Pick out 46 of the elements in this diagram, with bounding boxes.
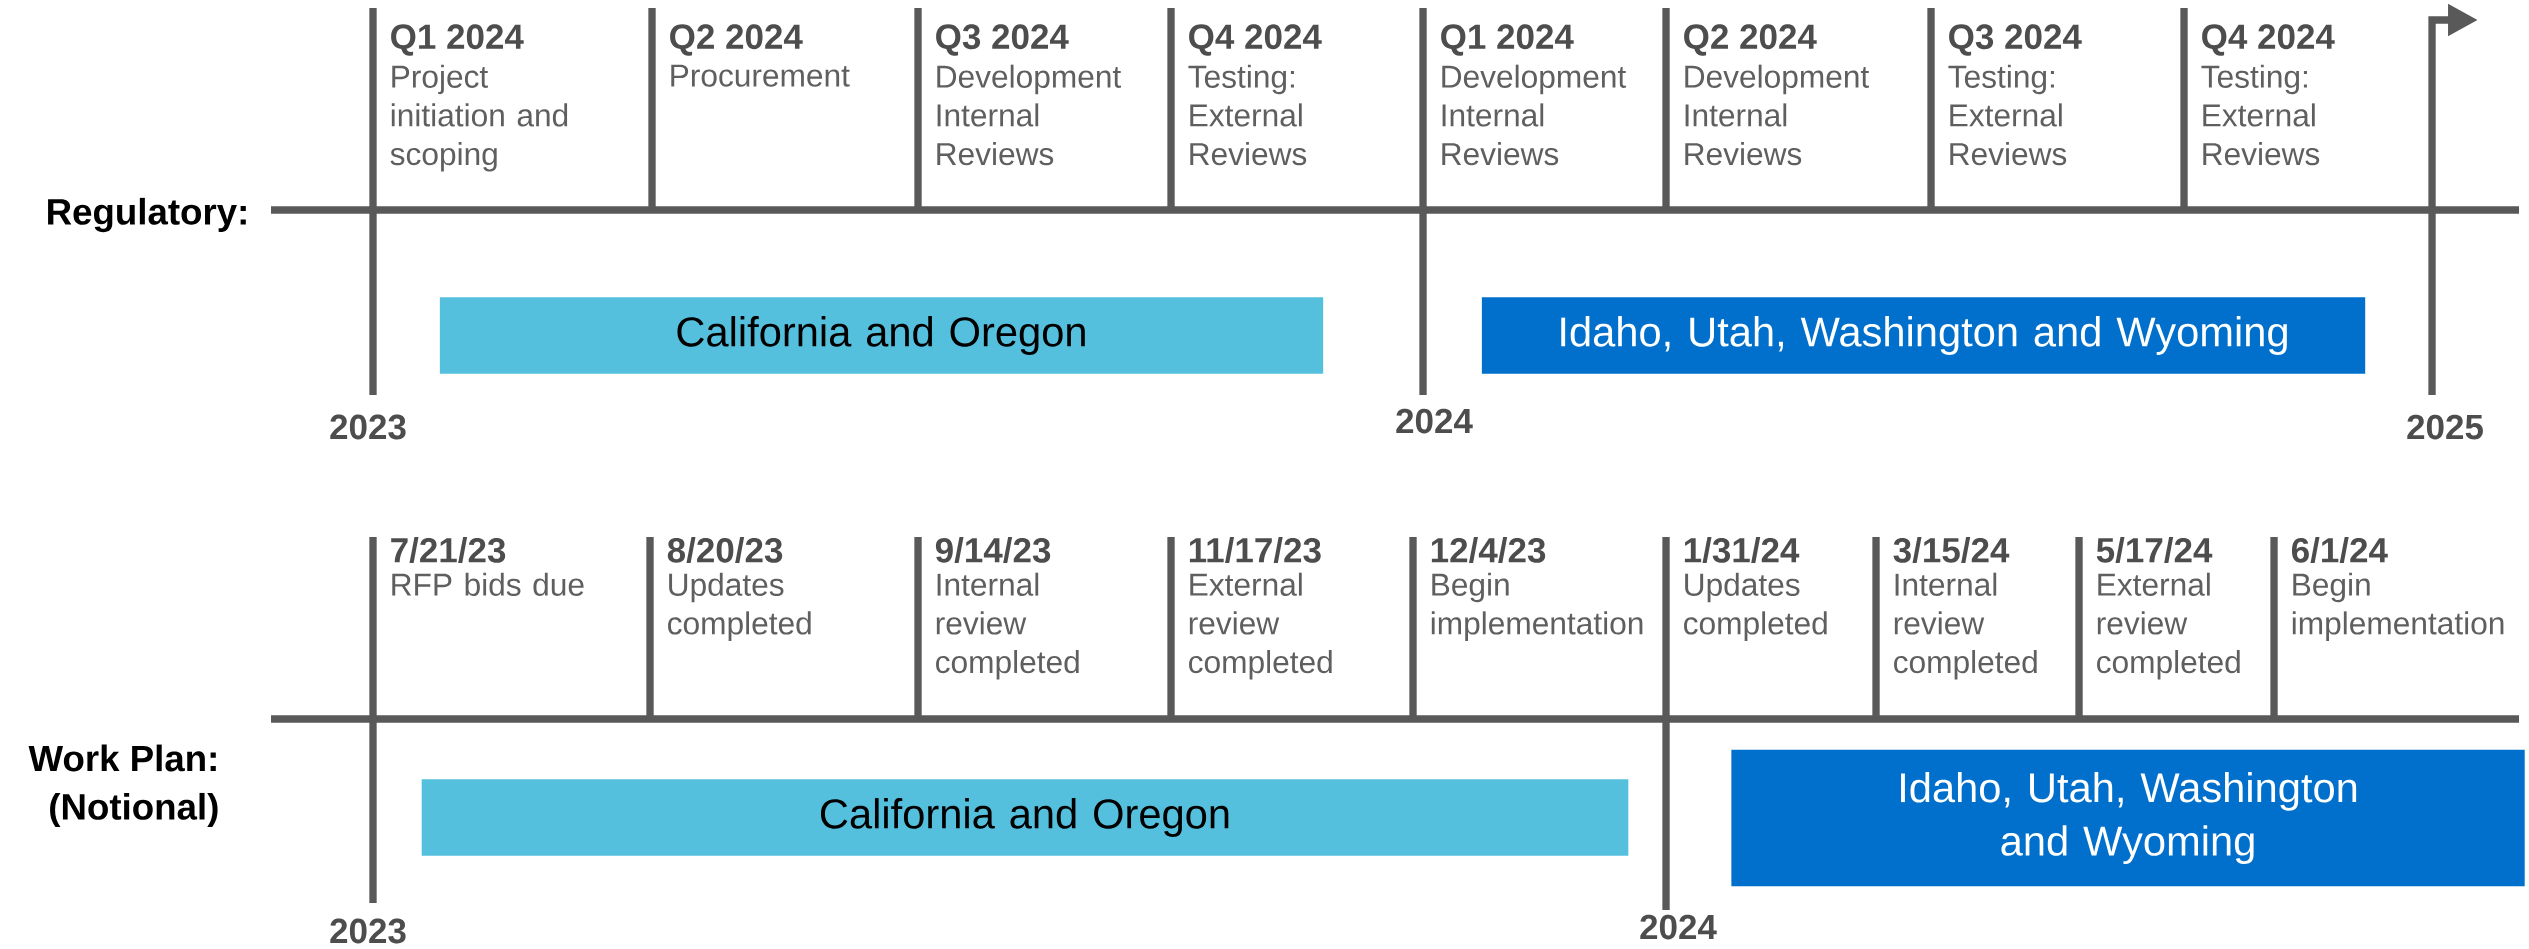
row-label: Regulatory: <box>48 197 246 233</box>
year-label: 2023 <box>330 918 406 944</box>
region-bar: California and Oregon <box>439 297 1324 374</box>
milestone-text: Internal review completed <box>1894 572 2037 680</box>
milestone-text: Begin implementation <box>2292 572 2504 641</box>
milestone-heading: Q3 2024 <box>936 24 1069 56</box>
milestone-heading: 11/17/23 <box>1189 537 1321 563</box>
milestone-heading: 8/20/23 <box>667 537 783 563</box>
milestone-heading: 6/1/24 <box>2291 537 2388 563</box>
milestone-text: Testing: External Reviews <box>1188 64 1307 166</box>
milestone-text: Internal review completed <box>936 572 1079 680</box>
year-label: 2024 <box>1396 408 1473 434</box>
year-label: 2023 <box>330 414 406 440</box>
year-label: 2024 <box>1640 914 1717 940</box>
year-label: 2025 <box>2407 414 2483 440</box>
milestone-text: Testing: External Reviews <box>2201 64 2320 166</box>
milestone-text: Procurement <box>671 64 850 87</box>
milestone-heading: 9/14/23 <box>935 537 1051 563</box>
milestone-text: Updates completed <box>668 572 811 641</box>
milestone-heading: 3/15/24 <box>1893 537 2010 563</box>
milestone-heading: 5/17/24 <box>2096 537 2213 563</box>
region-bar: California and Oregon <box>421 779 1629 856</box>
milestone-text: Project initiation and scoping <box>390 64 568 172</box>
region-bar: Idaho, Utah, Washington and Wyoming <box>1731 749 2525 887</box>
milestone-heading: Q4 2024 <box>2202 24 2335 56</box>
milestone-text: External review completed <box>1189 572 1332 680</box>
milestone-text: Testing: External Reviews <box>1948 64 2067 166</box>
milestone-heading: Q2 2024 <box>670 24 803 56</box>
milestone-text: RFP bids due <box>392 572 584 596</box>
milestone-heading: 7/21/23 <box>391 537 506 563</box>
milestone-heading: Q2 2024 <box>1684 24 1817 56</box>
milestone-heading: Q4 2024 <box>1189 24 1322 56</box>
milestone-heading: Q1 2024 <box>1441 24 1574 56</box>
milestone-text: Development Internal Reviews <box>1685 64 1869 166</box>
row-label: (Notional) <box>50 792 218 828</box>
milestone-text: Updates completed <box>1684 572 1827 641</box>
milestone-heading: 1/31/24 <box>1684 537 1800 563</box>
milestone-heading: Q3 2024 <box>1949 24 2082 56</box>
milestone-text: Development Internal Reviews <box>1442 64 1626 166</box>
milestone-text: External review completed <box>2097 572 2240 680</box>
milestone-heading: Q1 2024 <box>391 24 524 56</box>
milestone-heading: 12/4/23 <box>1431 537 1546 563</box>
milestone-text: Development Internal Reviews <box>937 64 1121 166</box>
milestone-text: Begin implementation <box>1431 572 1643 641</box>
row-label: Work Plan: <box>28 744 216 772</box>
region-bar: Idaho, Utah, Washington and Wyoming <box>1481 297 2366 374</box>
